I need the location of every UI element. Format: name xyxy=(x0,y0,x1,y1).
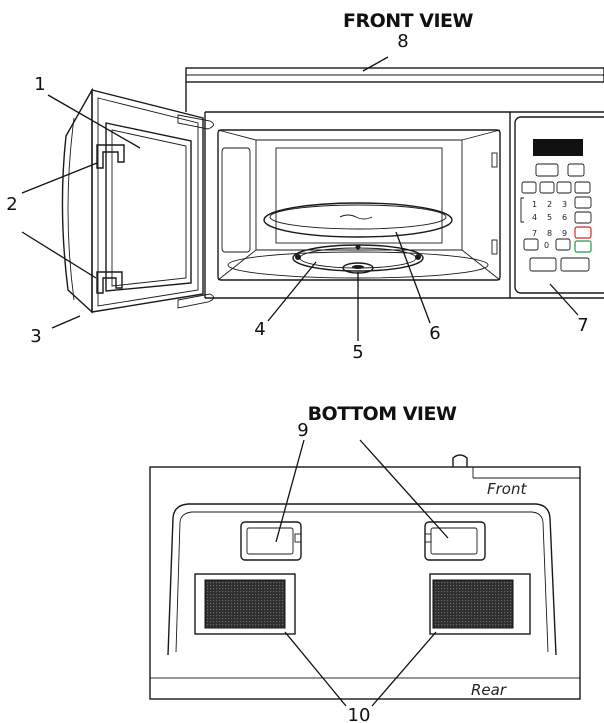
cancel-button[interactable] xyxy=(574,240,592,253)
function-button[interactable] xyxy=(535,163,559,177)
front-edge-label: Front xyxy=(487,480,527,498)
control-panel xyxy=(510,111,604,299)
keypad-digit-3[interactable]: 3 xyxy=(562,200,567,209)
door-hinge-lower xyxy=(177,293,214,309)
callout-2: 2 xyxy=(6,194,17,215)
door-latch-slot-upper xyxy=(491,152,498,168)
door-latch-hooks xyxy=(96,144,125,294)
keypad: 1 2 3 4 5 6 7 8 9 0 xyxy=(520,163,592,272)
keypad-digit-8[interactable]: 8 xyxy=(547,229,552,238)
keypad-digit-7[interactable]: 7 xyxy=(532,229,537,238)
keypad-digit-9[interactable]: 9 xyxy=(562,229,567,238)
waveguide-cover xyxy=(221,147,251,253)
glass-turntable xyxy=(263,202,453,238)
start-button[interactable] xyxy=(574,226,592,239)
roller-ring xyxy=(292,244,424,272)
display-window xyxy=(533,139,583,156)
door-window xyxy=(105,122,192,292)
keypad-digit-2[interactable]: 2 xyxy=(547,200,552,209)
oven-cavity xyxy=(217,129,501,281)
keypad-digit-4[interactable]: 4 xyxy=(532,213,537,222)
callout-3: 3 xyxy=(30,326,41,347)
vent-fan-button[interactable] xyxy=(529,257,557,272)
top-vent-grille xyxy=(185,67,604,83)
function-button[interactable] xyxy=(521,181,537,194)
function-button[interactable] xyxy=(556,181,572,194)
keypad-digit-0[interactable]: 0 xyxy=(544,241,549,250)
microwave-door xyxy=(61,87,214,314)
function-button[interactable] xyxy=(555,238,571,251)
surface-light-button[interactable] xyxy=(560,257,590,272)
bottom-panel xyxy=(149,454,581,700)
light-cover-right xyxy=(424,521,486,561)
callout-10: 10 xyxy=(348,705,371,723)
keypad-digit-1[interactable]: 1 xyxy=(532,200,537,209)
callout-1: 1 xyxy=(34,74,45,95)
light-cover-left xyxy=(240,521,302,561)
keypad-digit-6[interactable]: 6 xyxy=(562,213,567,222)
function-button[interactable] xyxy=(523,238,539,251)
front-view-leader-lines xyxy=(21,56,579,341)
callout-9: 9 xyxy=(297,420,308,441)
callout-7: 7 xyxy=(577,315,588,336)
grease-filter-left xyxy=(194,573,296,635)
bottom-view-leader-lines xyxy=(275,439,449,707)
rear-edge-label: Rear xyxy=(471,681,507,699)
door-hinge-upper xyxy=(177,114,214,130)
bottom-view-heading: BOTTOM VIEW xyxy=(308,403,457,425)
microwave-cabinet xyxy=(185,82,511,299)
callout-5: 5 xyxy=(352,342,363,363)
callout-4: 4 xyxy=(254,319,265,340)
function-button[interactable] xyxy=(574,196,592,209)
function-button[interactable] xyxy=(539,181,555,194)
door-latch-slot-lower xyxy=(491,239,498,255)
front-view-heading: FRONT VIEW xyxy=(343,10,473,32)
grease-filter-right xyxy=(429,573,531,635)
callout-6: 6 xyxy=(429,323,440,344)
function-button[interactable] xyxy=(574,211,592,224)
callout-8: 8 xyxy=(397,31,408,52)
keypad-digit-5[interactable]: 5 xyxy=(547,213,552,222)
function-button[interactable] xyxy=(574,181,591,194)
function-button[interactable] xyxy=(567,163,585,177)
